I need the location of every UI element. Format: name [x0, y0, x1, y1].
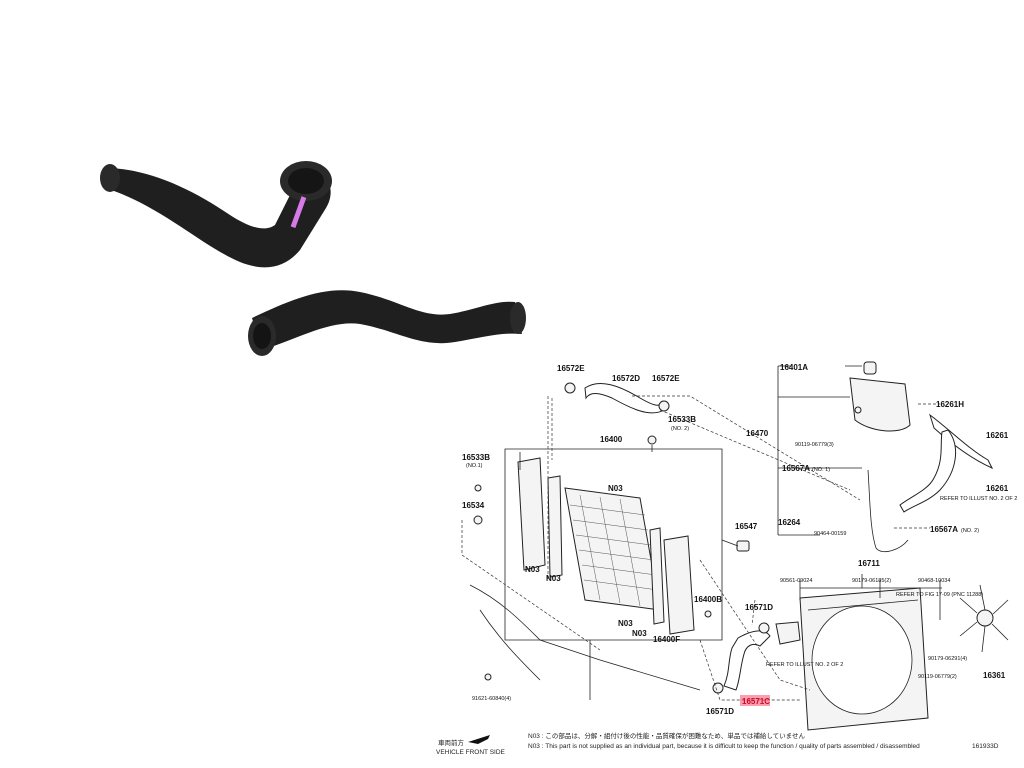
- part-label: 16261: [986, 431, 1009, 440]
- part-note: (NO. 1): [812, 467, 830, 473]
- part-label: 90464-00159: [814, 531, 846, 537]
- water-outlet-hose: [899, 429, 957, 513]
- footnote-en: N03 : This part is not supplied as an in…: [528, 743, 920, 750]
- bolt-icon: [473, 515, 483, 525]
- fan-shroud: [799, 587, 929, 731]
- vehicle-body-outline: [469, 584, 701, 700]
- part-label: 90179-06185(2): [852, 578, 891, 584]
- footnote-ja: N03 : この部品は、分解・組付け後の性能・品質確保が困難なため、単品では補給…: [528, 731, 805, 740]
- part-label: 16400B: [694, 595, 722, 604]
- part-label: 16401A: [780, 363, 808, 372]
- refer-note: REFER TO FIG 17-09 (PNC 11288): [896, 592, 983, 598]
- reservoir-tank: [849, 361, 911, 432]
- part-label: 90179-06291(4): [928, 656, 967, 662]
- radiator-group-frame: [504, 448, 723, 641]
- part-label: 16470: [746, 429, 769, 438]
- part-label: N03: [525, 565, 540, 574]
- part-label: N03: [608, 484, 623, 493]
- reservoir-hose: [867, 469, 909, 553]
- part-label: 16567A: [930, 525, 958, 534]
- clamp-icon: [758, 622, 770, 634]
- part-label: 16547: [735, 522, 758, 531]
- part-label: 16711: [858, 559, 880, 568]
- clamp-icon: [564, 382, 576, 394]
- part-label: 16567A: [782, 464, 810, 473]
- bolt-icon: [647, 435, 657, 445]
- part-label: N03: [618, 619, 633, 628]
- side-panel-right: [649, 527, 665, 625]
- cap-icon: [736, 540, 750, 552]
- part-note: (NO. 2): [671, 426, 689, 432]
- side-panel-left: [547, 475, 563, 578]
- part-label: 16571D: [745, 603, 773, 612]
- part-label: 16533B: [462, 453, 490, 462]
- highlighted-part-label: 16571C: [742, 697, 770, 706]
- part-label: 16571D: [706, 707, 734, 716]
- part-label: 90119-06779(2): [918, 674, 957, 680]
- svg-text:車両前方: 車両前方: [438, 738, 465, 747]
- part-note: (NO.1): [466, 463, 483, 469]
- upper-hose-drawing: [584, 383, 665, 414]
- part-label: 16534: [462, 501, 485, 510]
- part-label: 16361: [983, 671, 1006, 680]
- part-label: 90468-10034: [918, 578, 950, 584]
- bolt-icon: [704, 610, 712, 618]
- refer-note: REFER TO ILLUST NO. 2 OF 2: [940, 496, 1017, 502]
- part-label: 16400F: [653, 635, 680, 644]
- part-label: 16400: [600, 435, 623, 444]
- radiator-left-tank: [517, 457, 546, 571]
- bolt-icon: [484, 673, 492, 681]
- leader-lines: [461, 365, 942, 701]
- thermostat-housing-icon: [775, 621, 801, 645]
- part-label: 90119-06779(3): [795, 442, 834, 448]
- refer-note: REFER TO ILLUST NO. 2 OF 2: [766, 662, 843, 668]
- part-label: 16533B: [668, 415, 696, 424]
- lower-radiator-hose: [248, 290, 526, 356]
- fan-icon: [959, 584, 1009, 653]
- lower-hose-drawing: [723, 630, 771, 691]
- part-label: 16572E: [557, 364, 585, 373]
- part-label: N03: [632, 629, 647, 638]
- vehicle-front-indicator: 車両前方 VEHICLE FRONT SIDE: [436, 735, 506, 756]
- radiator-right-tank: [663, 535, 695, 635]
- part-label: 91621-60840(4): [472, 696, 511, 702]
- part-label: 90561-09024: [780, 578, 812, 584]
- part-label: N03: [546, 574, 561, 583]
- part-label: 16572D: [612, 374, 640, 383]
- part-label: 16264: [778, 518, 801, 527]
- svg-text:VEHICLE FRONT SIDE: VEHICLE FRONT SIDE: [436, 749, 506, 756]
- upper-radiator-hose: [100, 161, 332, 268]
- clamp-icon: [658, 400, 670, 412]
- part-note: (NO. 2): [961, 528, 979, 534]
- diagram-code: 161933D: [972, 743, 999, 750]
- bypass-hose-drawing: [929, 413, 994, 470]
- highlighted-part-badge: [740, 695, 770, 706]
- bolt-icon: [474, 484, 482, 492]
- part-label: 16261: [986, 484, 1009, 493]
- part-label: 16572E: [652, 374, 680, 383]
- part-label: 16261H: [936, 400, 964, 409]
- radiator-core: [564, 487, 661, 611]
